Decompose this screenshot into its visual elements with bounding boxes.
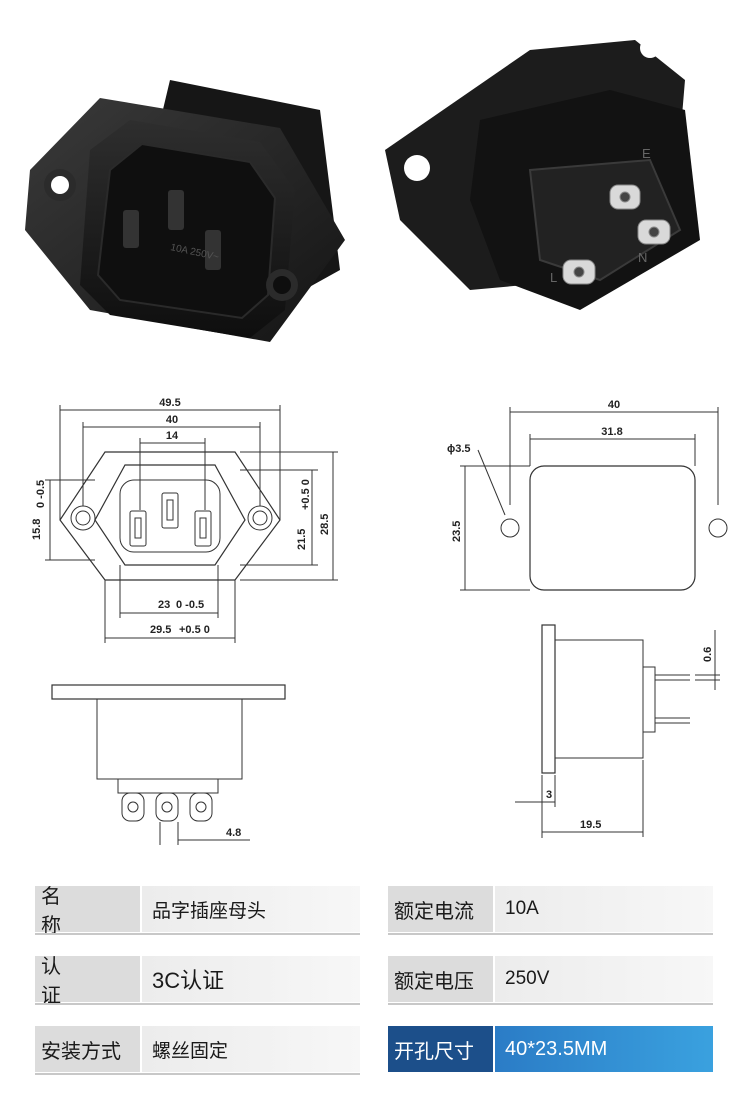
- spec-divider: [388, 933, 713, 935]
- spec-label-cert: 认证: [35, 956, 142, 1007]
- technical-drawings: 49.5 40 14 15.8 21.5 28.5 23 29.5 0 -0.5…: [31, 397, 728, 845]
- dim-bottom-pitch: 4.8: [226, 827, 241, 839]
- dim-side-depth: 19.5: [580, 819, 601, 831]
- mark-l: L: [550, 270, 557, 285]
- spec-value-cert: 3C认证: [142, 956, 360, 1002]
- dim-front-bottom-outer: 29.5: [150, 624, 171, 636]
- spec-divider: [35, 1073, 360, 1075]
- dim-cutout-hole: ϕ3.5: [447, 443, 471, 455]
- dim-front-mid-tol: +0.5 0: [300, 479, 312, 510]
- spec-label-voltage: 额定电压: [388, 956, 495, 1002]
- spec-value-name: 品字插座母头: [142, 886, 360, 932]
- side-view-drawing: [515, 624, 720, 838]
- dim-front-pins: 14: [166, 430, 179, 442]
- mark-n: N: [638, 250, 647, 265]
- dim-front-bottom-inner: 23: [158, 599, 170, 611]
- dim-front-outer-tol: +0.5 0: [179, 624, 210, 636]
- product-photo-front: 10A 250V~: [25, 80, 345, 342]
- dim-front-inner-tol: 0 -0.5: [176, 599, 204, 611]
- spec-label-name-text: 名称: [41, 886, 93, 937]
- dim-side-flange: 3: [546, 789, 552, 801]
- spec-table: 名称 品字插座母头 额定电流 10A 认证 3C认证 额定电压 250V 安装方…: [0, 880, 750, 1110]
- dim-cutout-overall: 40: [608, 399, 620, 411]
- dim-cutout-body: 31.8: [601, 426, 622, 438]
- spec-value-current: 10A: [495, 886, 713, 932]
- dim-cutout-height: 23.5: [451, 521, 463, 542]
- spec-label-cert-text: 认证: [41, 956, 113, 1007]
- dim-side-thickness: 0.6: [702, 647, 714, 662]
- spec-value-mount: 螺丝固定: [142, 1026, 360, 1072]
- mark-e: E: [642, 146, 651, 161]
- dim-front-right: 28.5: [319, 514, 331, 535]
- spec-divider: [35, 1003, 360, 1005]
- spec-divider: [388, 1003, 713, 1005]
- bottom-view-drawing: [51, 684, 286, 845]
- dim-front-mid: 21.5: [296, 529, 308, 550]
- dim-front-left-tol: 0 -0.5: [35, 480, 47, 508]
- dim-front-body: 40: [166, 414, 178, 426]
- spec-value-voltage: 250V: [495, 956, 713, 1002]
- dim-front-overall: 49.5: [159, 397, 180, 409]
- product-photo-back: E L N: [385, 38, 700, 310]
- spec-label-cutout: 开孔尺寸: [388, 1026, 495, 1072]
- spec-label-name: 名称: [35, 886, 142, 937]
- spec-divider: [35, 933, 360, 935]
- spec-label-mount: 安装方式: [35, 1026, 142, 1072]
- front-view-drawing: [45, 405, 338, 643]
- spec-label-current: 额定电流: [388, 886, 495, 932]
- spec-value-cutout: 40*23.5MM: [495, 1026, 713, 1072]
- dim-front-left: 15.8: [31, 519, 43, 540]
- cutout-drawing: [460, 407, 728, 591]
